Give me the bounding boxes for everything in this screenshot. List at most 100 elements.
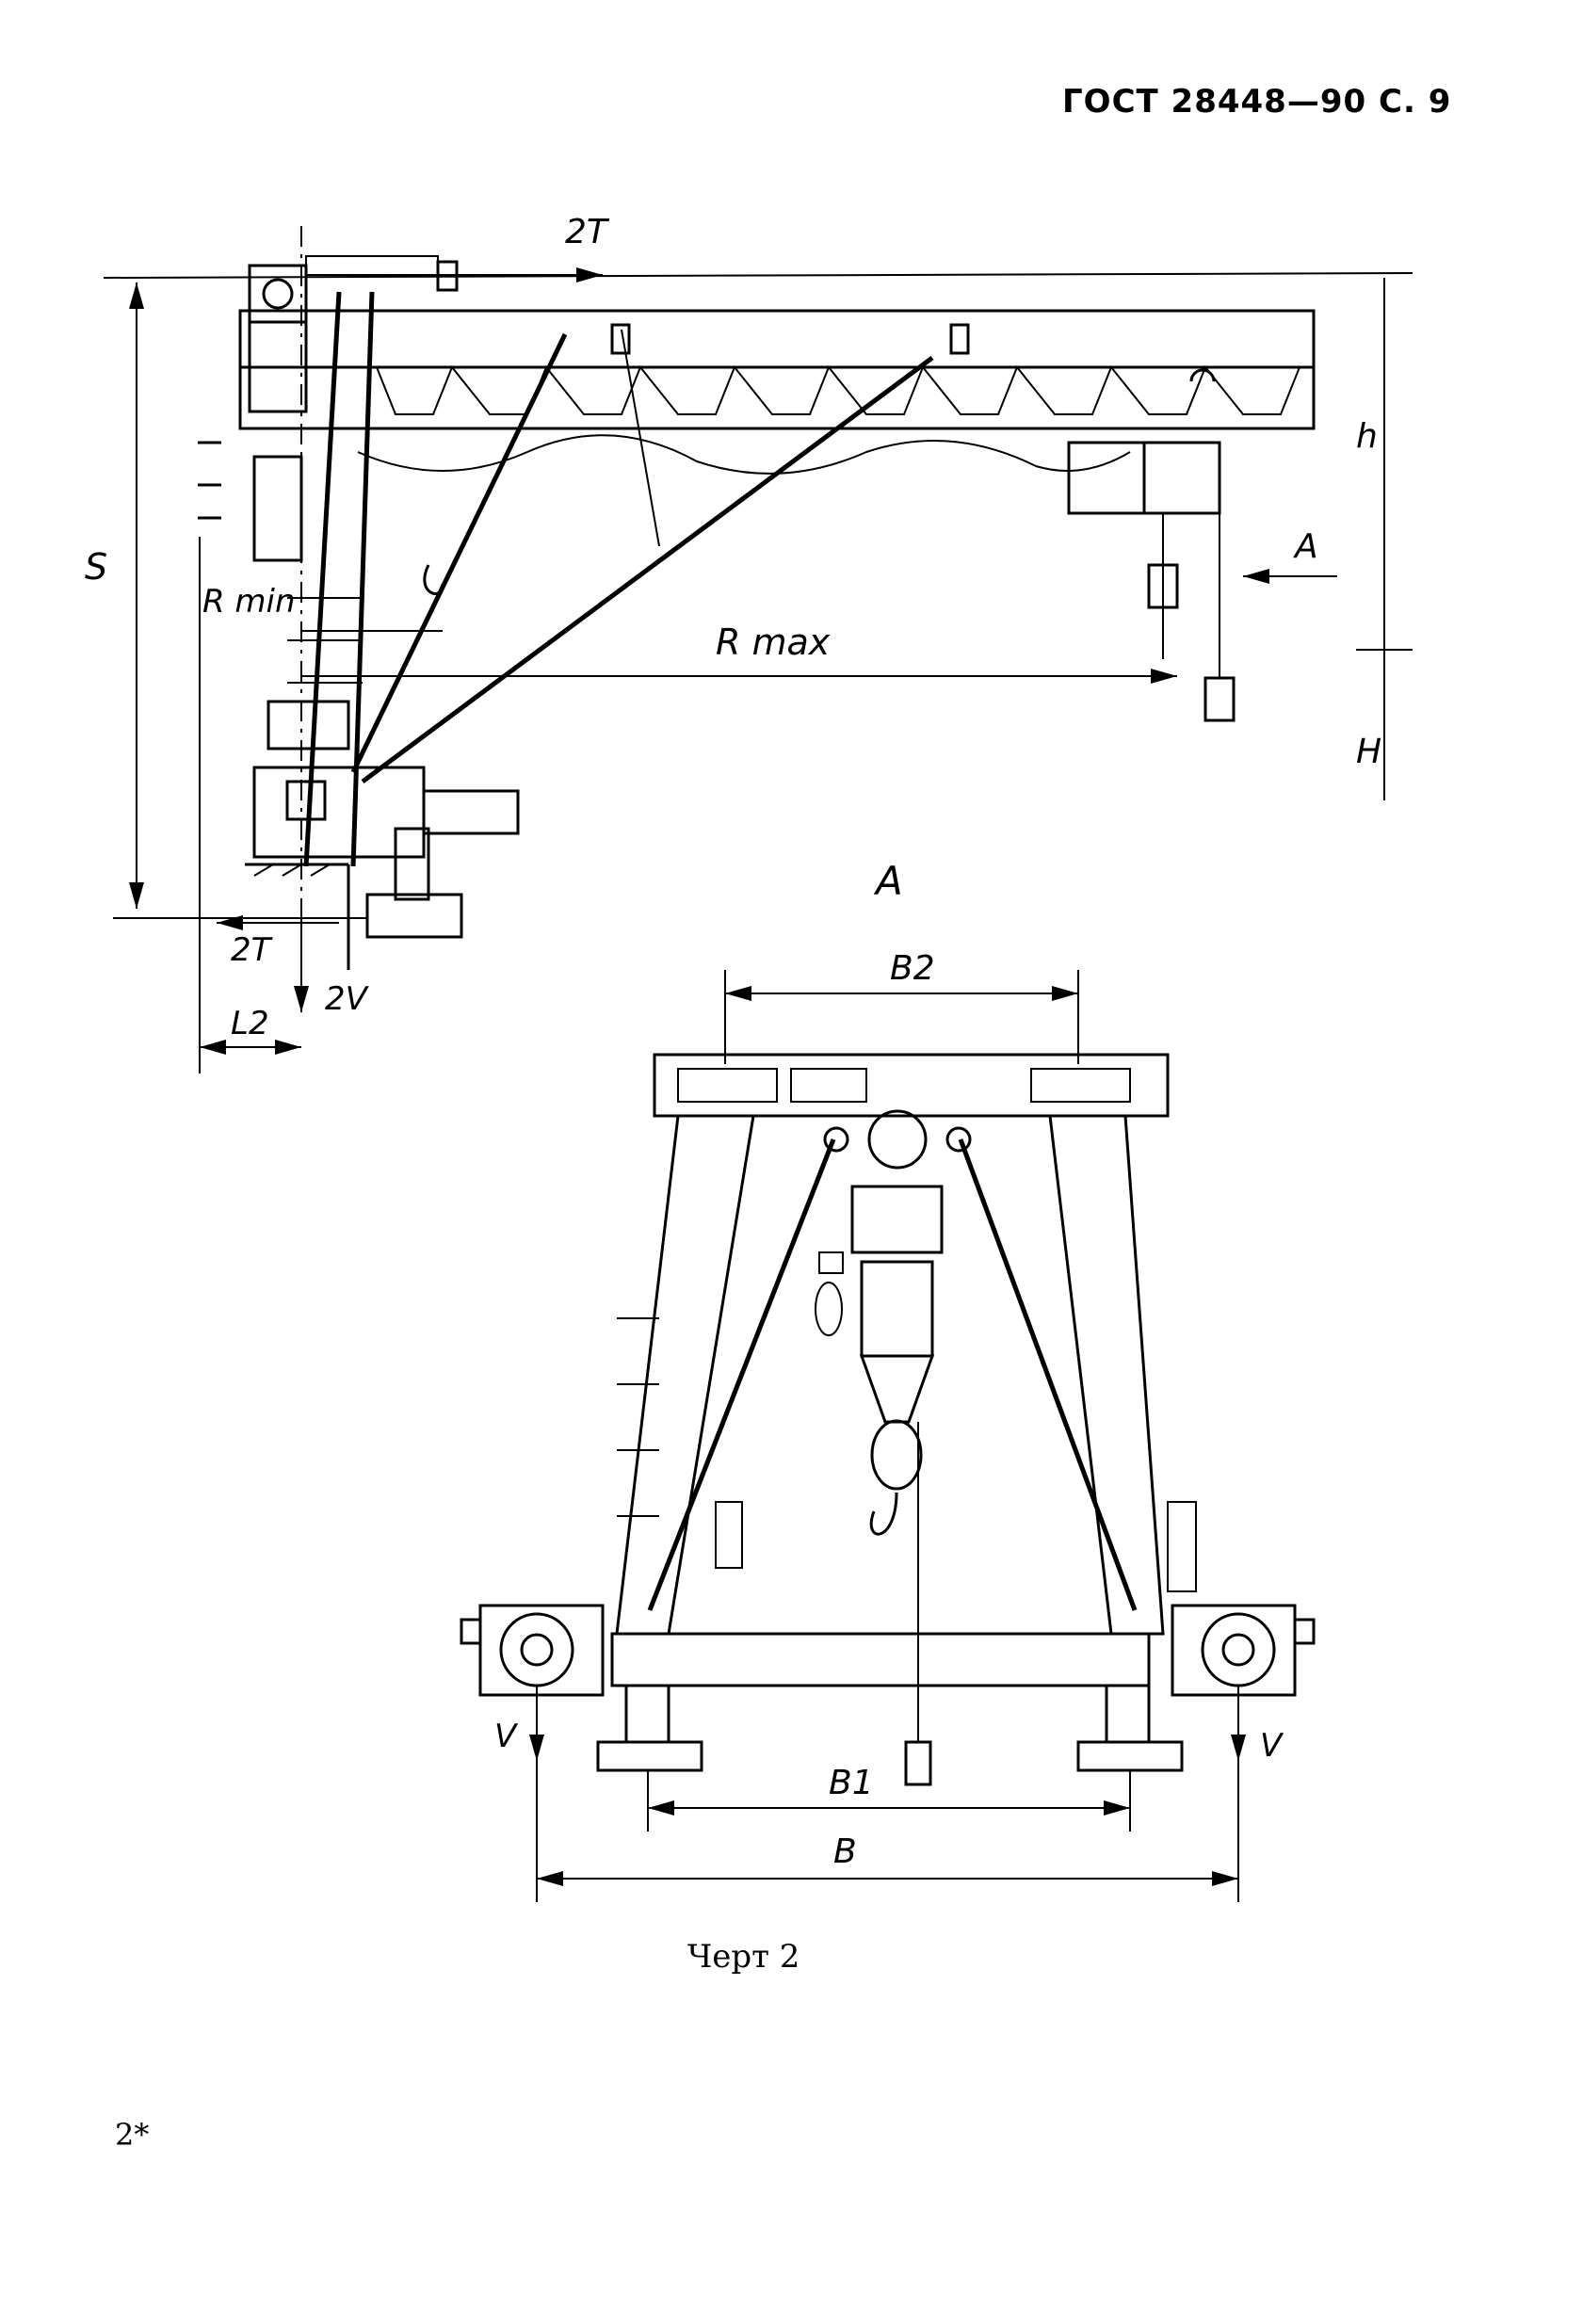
right-wheel xyxy=(1201,1612,1276,1687)
figure-caption: Черт 2 xyxy=(687,1938,800,1976)
l2-arrowhead-right xyxy=(275,1040,301,1055)
inner-brace-left xyxy=(647,1138,836,1611)
front-view-title: A xyxy=(873,858,903,904)
slew-shaft xyxy=(394,827,430,901)
hook-block xyxy=(1147,563,1179,609)
brace-short xyxy=(350,332,568,774)
left-wheel-hub xyxy=(520,1633,554,1667)
slew-upper-block xyxy=(267,700,350,750)
boom-underside xyxy=(357,434,1131,475)
left-leg xyxy=(615,1114,755,1636)
t-top-label: 2T xyxy=(565,213,610,251)
column-left-edge xyxy=(303,291,342,867)
left-foot-post xyxy=(624,1684,670,1744)
small-hook-icon xyxy=(423,564,444,595)
h-label: h xyxy=(1356,417,1378,456)
r-max-arrowhead xyxy=(1151,669,1177,684)
t-bottom-label: 2T xyxy=(231,931,273,969)
b1-label: B1 xyxy=(829,1764,874,1802)
load-block xyxy=(1203,676,1236,722)
boom-lattice xyxy=(376,365,1300,415)
a-arrowhead xyxy=(1243,569,1269,584)
hoist-housing xyxy=(850,1185,944,1254)
v-bottom-arrowhead xyxy=(294,986,309,1012)
head-stop-block xyxy=(436,260,459,292)
b2-label: B2 xyxy=(890,949,935,988)
left-wheel xyxy=(499,1612,574,1687)
side-view: 2T xyxy=(85,213,1413,1073)
s-label: S xyxy=(85,546,107,588)
s-arrowhead-bottom xyxy=(129,882,144,909)
slew-window xyxy=(285,780,327,821)
b-arrowhead-left xyxy=(537,1871,563,1886)
beam-window-left xyxy=(677,1068,778,1103)
hanging-load xyxy=(904,1740,932,1786)
b2-arrowhead-left xyxy=(725,986,751,1001)
v-right-label: V xyxy=(1260,1727,1284,1765)
right-wheel-hub xyxy=(1221,1633,1255,1667)
b1-arrowhead-right xyxy=(1104,1800,1130,1816)
trolley-motor xyxy=(1067,441,1146,515)
r-max-label: R max xyxy=(716,621,831,663)
center-sheave xyxy=(867,1109,928,1170)
slew-brake xyxy=(365,893,463,939)
head-column-block xyxy=(248,320,308,413)
top-beam xyxy=(653,1053,1170,1118)
right-wheel-housing xyxy=(1171,1604,1297,1697)
t-top-arrowhead xyxy=(576,267,603,282)
control-box xyxy=(818,1251,844,1274)
right-foot-post xyxy=(1105,1684,1151,1744)
crane-hook-icon xyxy=(869,1492,898,1536)
beam-window-center xyxy=(790,1068,867,1103)
right-foot-pad xyxy=(1076,1740,1184,1772)
v-left-arrowhead xyxy=(529,1735,544,1761)
left-buffer xyxy=(460,1618,482,1645)
s-arrowhead-top xyxy=(129,282,144,309)
bottom-beam xyxy=(610,1632,1151,1687)
foundation-hatch xyxy=(282,863,302,877)
r-min-label: R min xyxy=(202,583,296,621)
a-arrow-label: A xyxy=(1293,527,1318,566)
b2-arrowhead-right xyxy=(1052,986,1078,1001)
left-wheel-housing xyxy=(478,1604,605,1697)
v-bottom-label: 2V xyxy=(325,980,370,1018)
left-foot-pad xyxy=(596,1740,703,1772)
b-label: B xyxy=(833,1832,857,1871)
head-pulley-icon xyxy=(262,278,294,310)
foundation-hatch xyxy=(253,863,274,877)
page-footer-mark: 2* xyxy=(115,2117,150,2153)
brace-long xyxy=(361,355,934,784)
front-view: A B2 xyxy=(460,858,1316,1902)
inner-brace-right xyxy=(958,1138,1138,1611)
beam-window-right xyxy=(1030,1068,1131,1103)
brace-clamp-1 xyxy=(610,323,631,355)
foundation-hatch xyxy=(310,863,331,877)
pendant-loop xyxy=(815,1282,843,1336)
t-bottom-arrowhead xyxy=(217,915,243,930)
slew-gearbox xyxy=(252,766,426,859)
H-label: H xyxy=(1356,733,1381,771)
head-top-plate xyxy=(305,255,439,276)
page-header: ГОСТ 28448—90 С. 9 xyxy=(1062,83,1452,121)
trolley-drum xyxy=(1142,441,1221,515)
slew-motor xyxy=(422,789,520,835)
b1-arrowhead-left xyxy=(648,1800,674,1816)
top-reference-line xyxy=(103,272,1413,279)
brace-strut xyxy=(621,329,660,547)
brace-pin-right xyxy=(945,1126,972,1153)
b-arrowhead-right xyxy=(1212,1871,1238,1886)
hook-shank xyxy=(859,1354,935,1424)
hook-block-front xyxy=(870,1419,923,1491)
v-left-label: V xyxy=(494,1718,519,1755)
side-cabinet-right xyxy=(1167,1501,1197,1592)
trolley-hook-icon xyxy=(1189,368,1216,382)
right-leg xyxy=(1048,1114,1165,1636)
l2-label: L2 xyxy=(231,1005,269,1042)
v-right-arrowhead xyxy=(1231,1735,1246,1761)
brace-pin-left xyxy=(823,1126,849,1153)
side-cabinet-left xyxy=(715,1501,743,1569)
right-buffer xyxy=(1293,1618,1316,1645)
l2-arrowhead-left xyxy=(200,1040,226,1055)
